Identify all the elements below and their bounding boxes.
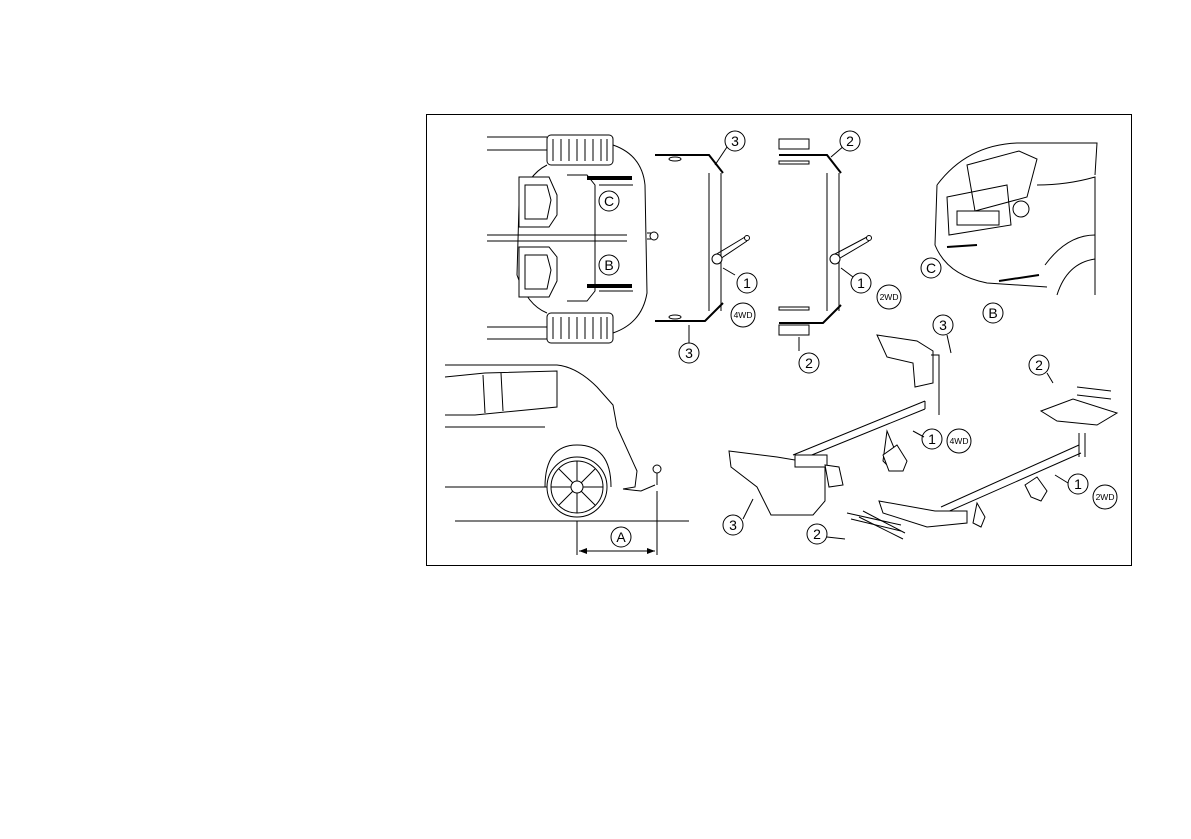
figure-drawing: 3 2 1 1 3 2 C B C B A 3 2 1 1 3 2 4WD 2W…: [427, 115, 1133, 567]
callout-2-2wd-bracket: 2: [1029, 355, 1049, 375]
callout-b-underbody: B: [599, 255, 619, 275]
rear-three-quarter-view: [935, 143, 1097, 295]
svg-text:B: B: [604, 257, 613, 273]
callout-1-2wd-frame: 1: [851, 273, 871, 293]
svg-text:C: C: [926, 260, 936, 276]
tag-2wd-frame: 2WD: [877, 285, 901, 309]
svg-text:1: 1: [857, 275, 865, 291]
tow-bar-installation-figure: 3 2 1 1 3 2 C B C B A 3 2 1 1 3 2 4WD 2W…: [426, 114, 1132, 566]
svg-text:2: 2: [805, 355, 813, 371]
callout-3-4wd-bracket-top: 3: [933, 315, 953, 335]
side-view: [445, 365, 689, 555]
tag-4wd-towbar: 4WD: [947, 429, 971, 453]
callout-c-rear-view: C: [921, 258, 941, 278]
callout-1-4wd-towbar: 1: [922, 429, 942, 449]
svg-text:1: 1: [743, 275, 751, 291]
callout-3-top-4wd: 3: [725, 131, 745, 151]
svg-text:2WD: 2WD: [880, 292, 899, 302]
callout-2-top-2wd: 2: [840, 131, 860, 151]
svg-text:B: B: [988, 305, 997, 321]
callout-1-4wd-frame: 1: [737, 273, 757, 293]
svg-text:4WD: 4WD: [734, 310, 753, 320]
tag-4wd-frame: 4WD: [731, 303, 755, 327]
svg-text:2WD: 2WD: [1096, 492, 1115, 502]
svg-text:3: 3: [685, 345, 693, 361]
svg-text:1: 1: [1074, 476, 1082, 492]
svg-text:3: 3: [939, 317, 947, 333]
svg-text:2: 2: [846, 133, 854, 149]
callout-3-bottom-4wd: 3: [679, 343, 699, 363]
callout-3-4wd-bracket-bottom: 3: [723, 515, 743, 535]
svg-text:3: 3: [729, 517, 737, 533]
callout-a-distance: A: [611, 527, 631, 547]
towbar-4wd-perspective: [729, 335, 939, 515]
tyre-bottom: [547, 313, 613, 343]
svg-text:4WD: 4WD: [950, 436, 969, 446]
callout-c-underbody: C: [599, 191, 619, 211]
svg-text:2: 2: [1035, 357, 1043, 373]
callout-2-bottom-2wd: 2: [799, 353, 819, 373]
svg-text:C: C: [604, 193, 614, 209]
callout-b-rear-view: B: [983, 303, 1003, 323]
svg-text:3: 3: [731, 133, 739, 149]
svg-text:A: A: [616, 529, 626, 545]
underbody-view: [487, 135, 658, 343]
svg-text:2: 2: [813, 526, 821, 542]
tag-2wd-towbar: 2WD: [1093, 485, 1117, 509]
frame-2wd-top: [779, 139, 872, 351]
svg-text:1: 1: [928, 431, 936, 447]
tyre-top: [547, 135, 613, 165]
callout-1-2wd-towbar: 1: [1068, 474, 1088, 494]
callout-2-4wd-bracket: 2: [807, 524, 827, 544]
